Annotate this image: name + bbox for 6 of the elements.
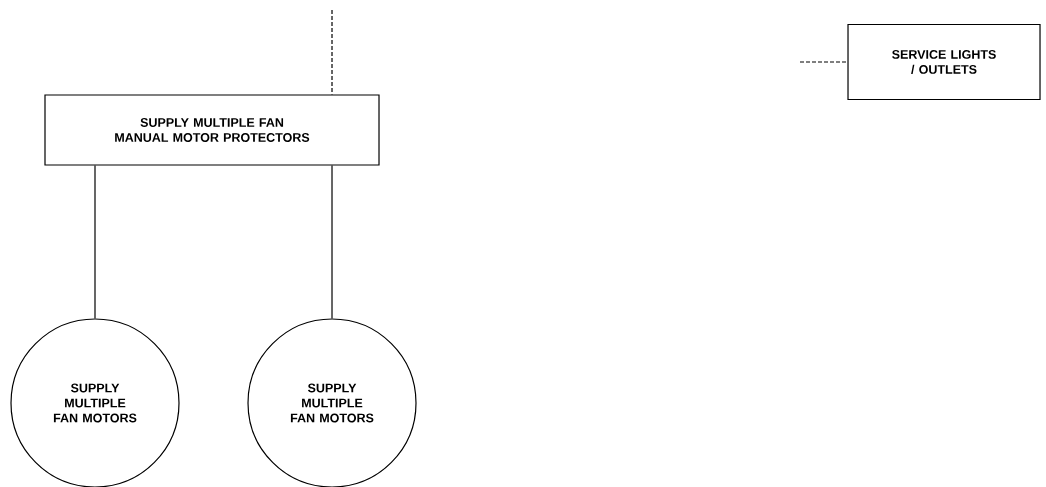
dashed-line (799, 61, 848, 63)
label-box: SERVICE LIGHTS / OUTLETS (847, 23, 1041, 101)
connector-line (331, 165, 333, 319)
label-box: SUPPLY MULTIPLE FAN MANUAL MOTOR PROTECTORS (44, 94, 380, 166)
connector-line (94, 165, 96, 319)
dashed-line (331, 9, 333, 95)
